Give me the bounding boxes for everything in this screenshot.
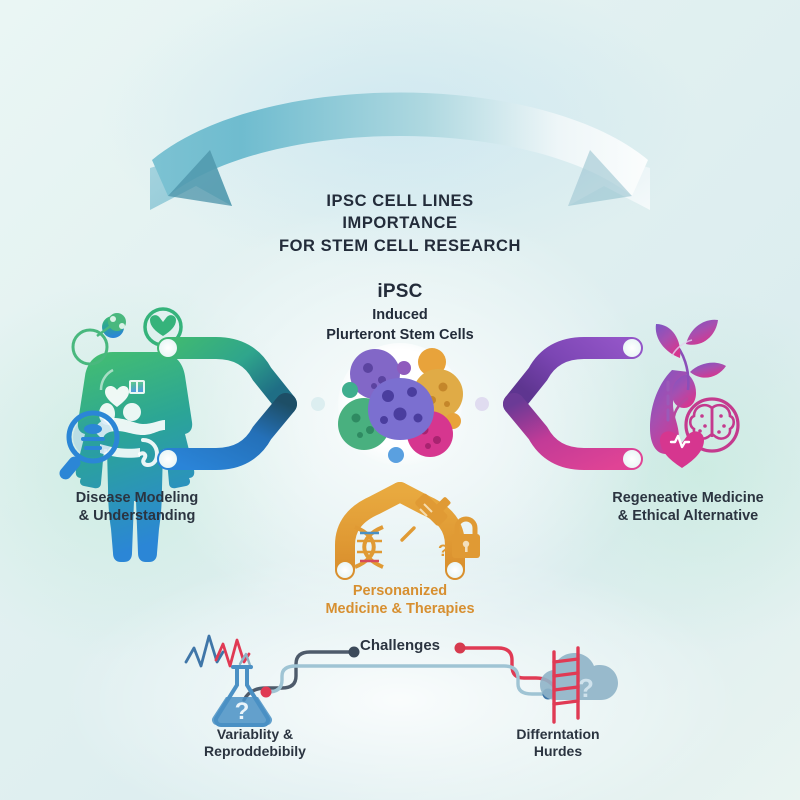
label-regenerative-medicine: Regeneative Medicine & Ethical Alternati… xyxy=(588,490,788,525)
label-bottom-line-1: Personanized xyxy=(352,583,448,599)
label-challenges: Challenges xyxy=(359,637,441,654)
left-branch-connector xyxy=(157,337,338,470)
ipsc-abbreviation: iPSC xyxy=(377,281,423,302)
human-body-icon xyxy=(59,307,195,562)
label-chr-line-2: Hurdes xyxy=(533,743,583,760)
ecg-zigzag-icon xyxy=(184,634,253,670)
label-right-line-1: Regeneative Medicine xyxy=(612,490,764,506)
padlock-icon: ? xyxy=(438,516,480,560)
page-title: IPSC CELL LINES IMPORTANCE FOR STEM CELL… xyxy=(160,190,640,257)
label-chl-line-2: Reproddebibily xyxy=(204,743,306,760)
molecule-icon xyxy=(71,313,126,366)
label-bottom-line-2: Medicine & Therapies xyxy=(325,600,475,617)
magnifier-icon xyxy=(59,410,120,480)
svg-text:?: ? xyxy=(438,541,448,560)
label-left-line-1: Disease Modeling xyxy=(75,490,199,506)
label-left-line-2: & Understanding xyxy=(78,507,196,524)
title-line-2: IMPORTANCE xyxy=(342,214,458,233)
ipsc-full-line-2: Plurteront Stem Cells xyxy=(326,326,474,343)
label-personalized-medicine: Personanized Medicine & Therapies xyxy=(270,583,530,618)
label-differentiation-hurdles: Differntation Hurdes xyxy=(498,726,618,760)
svg-text:?: ? xyxy=(235,698,250,725)
svg-text:?: ? xyxy=(578,673,594,703)
ipsc-cell-cluster xyxy=(338,343,463,467)
heart-pulse-icon xyxy=(660,380,704,468)
label-disease-modeling: Disease Modeling & Understanding xyxy=(32,490,242,525)
flask-question-icon: ? xyxy=(212,665,272,727)
ipsc-full-line-1: Induced xyxy=(372,307,428,323)
dna-helix-icon xyxy=(354,525,384,569)
right-branch-connector xyxy=(462,337,643,470)
syringe-icon xyxy=(400,493,451,542)
label-chr-line-1: Differntation xyxy=(516,726,600,742)
ribbon-banner xyxy=(150,92,650,210)
label-chl-line-1: Variablity & xyxy=(216,726,294,742)
ipsc-full-name: Induced Plurteront Stem Cells xyxy=(235,306,565,345)
ladder-icon xyxy=(552,646,580,724)
label-right-line-2: & Ethical Alternative xyxy=(617,507,759,524)
label-variability: Variablity & Reproddebibily xyxy=(190,726,320,760)
title-line-3: FOR STEM CELL RESEARCH xyxy=(279,236,521,255)
title-line-1: IPSC CELL LINES xyxy=(326,192,474,210)
